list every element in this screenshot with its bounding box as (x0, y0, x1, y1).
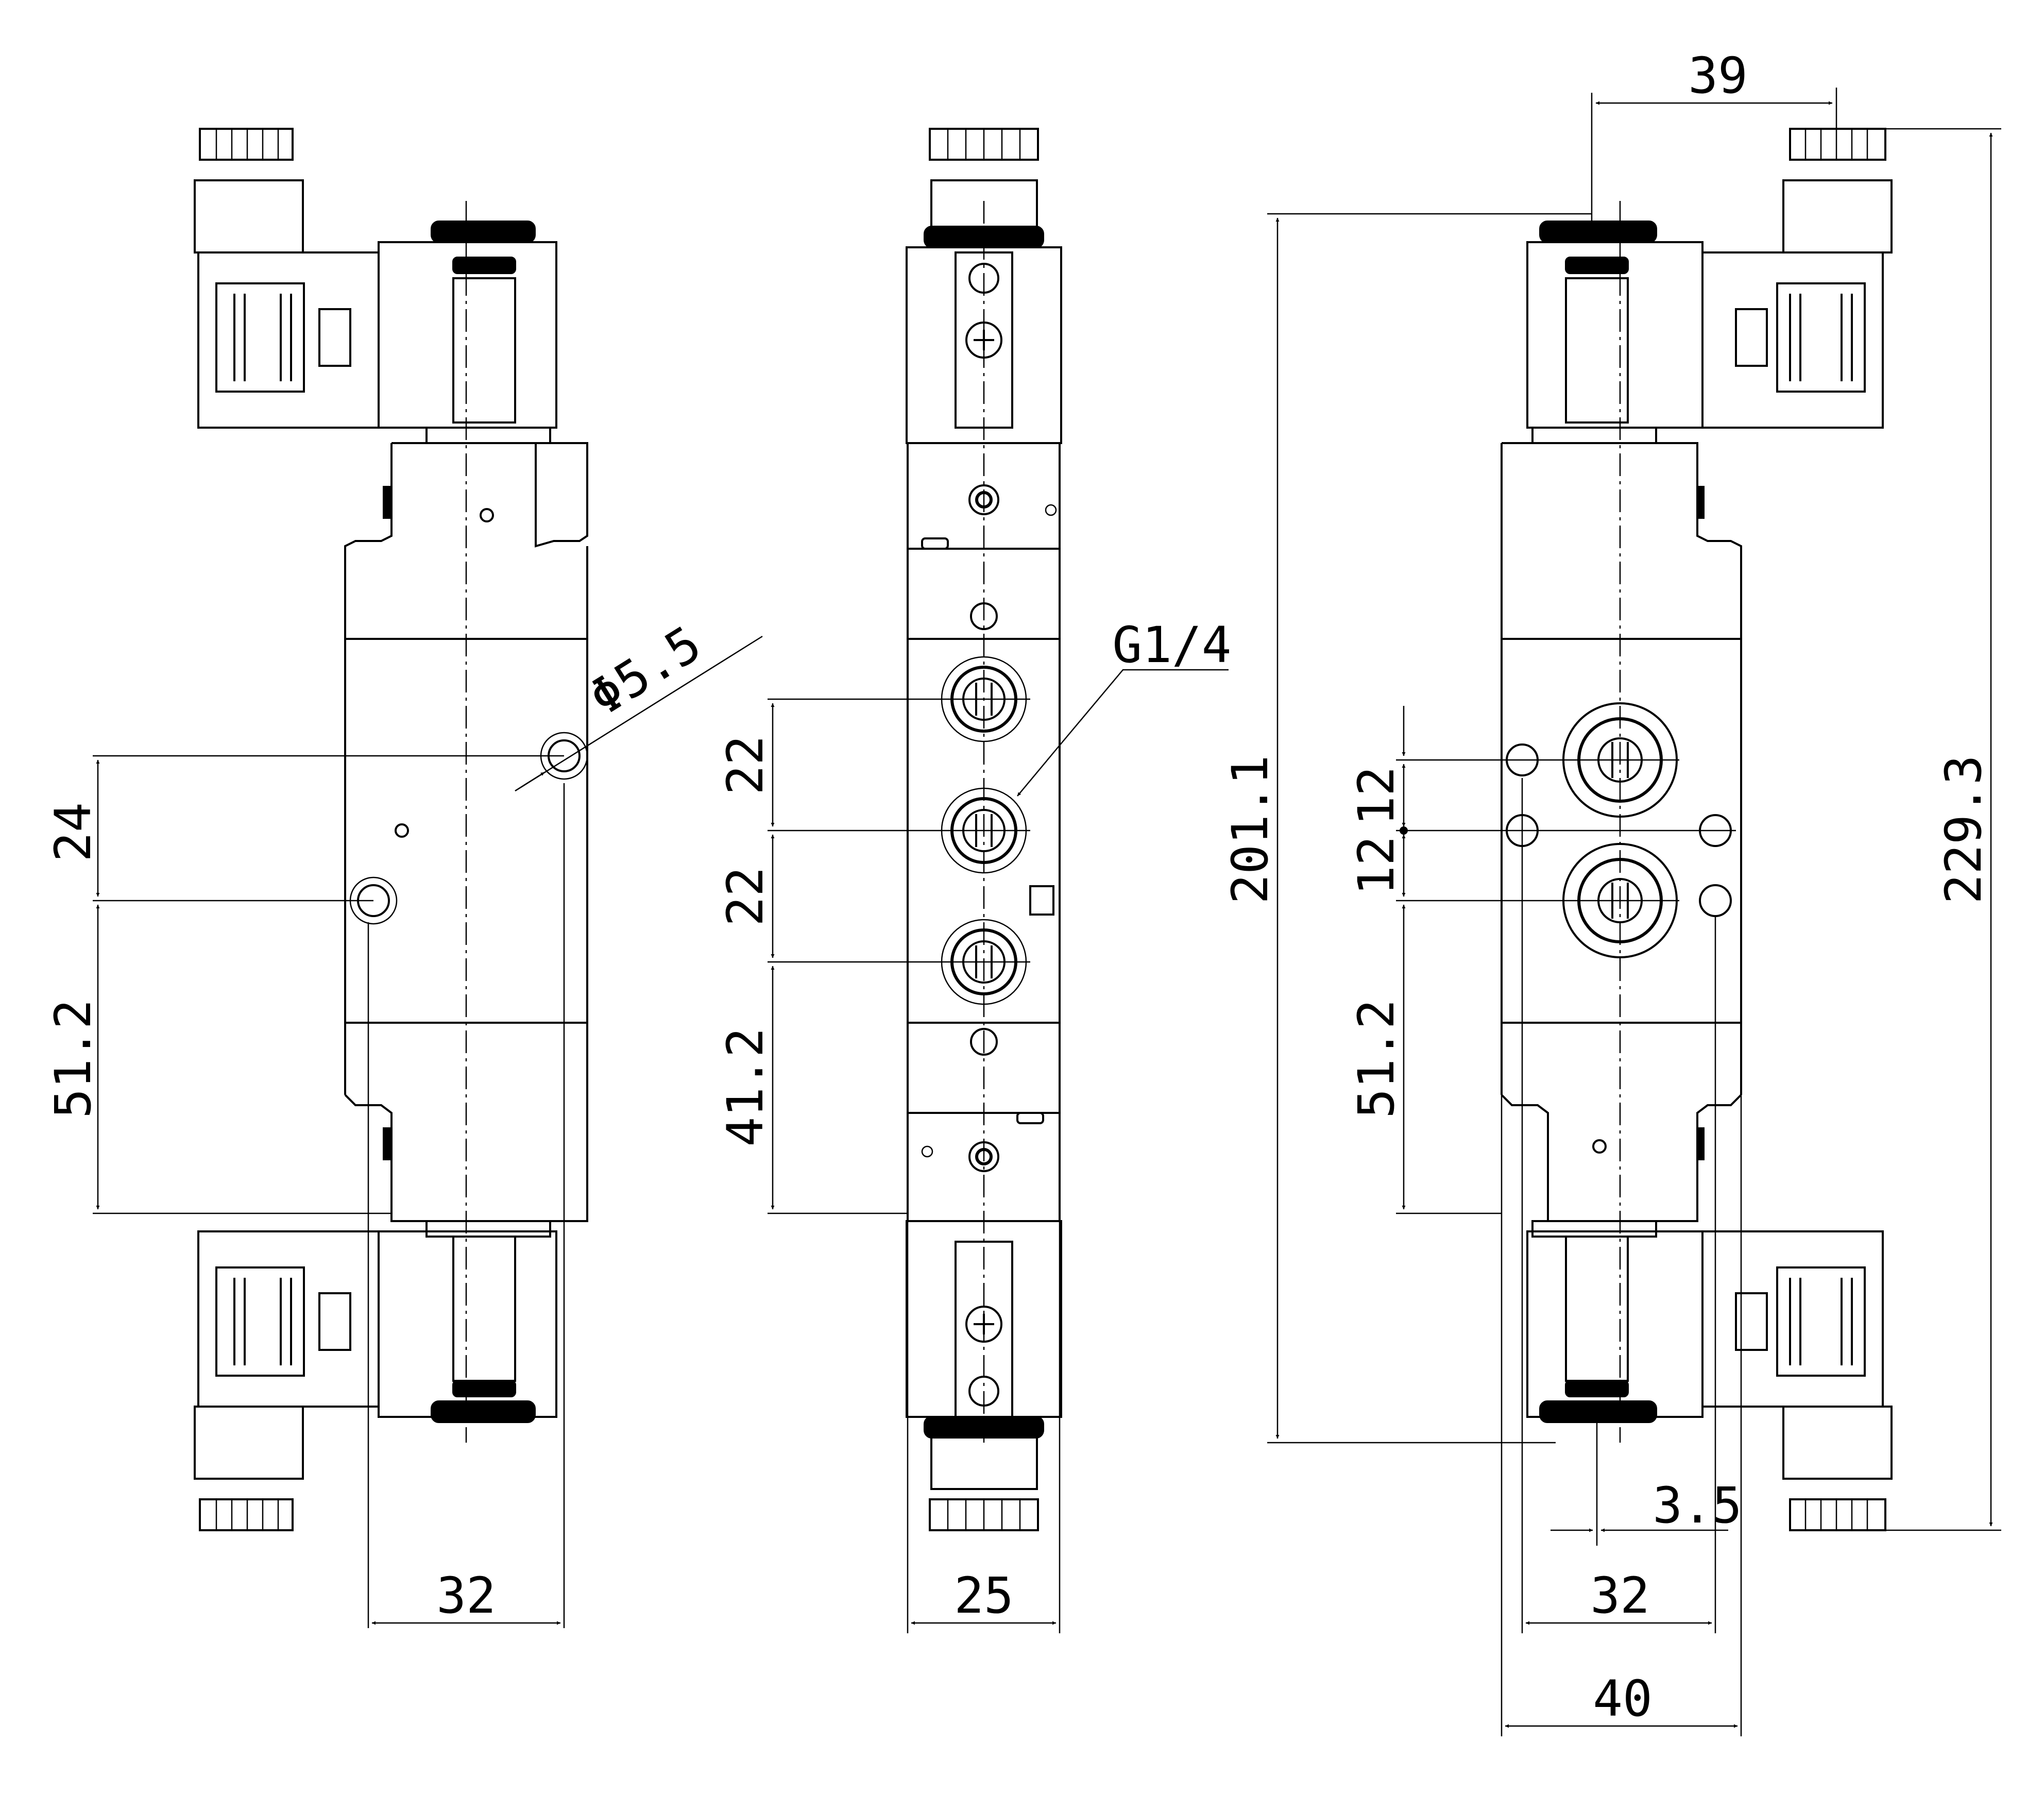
middle-dim-41-2-label: 41.2 (717, 1027, 774, 1146)
middle-dim-25-label: 25 (954, 1567, 1014, 1625)
left-dimensions: Φ5.5 24 51.2 32 (44, 615, 763, 1628)
right-dim-32-label: 32 (1590, 1567, 1650, 1625)
left-bottom-solenoid (378, 1220, 557, 1423)
right-dim-229-3-label: 229.3 (1935, 755, 1992, 904)
right-view: 39 229.3 201.1 12 12 51.2 3.5 32 40 (1221, 47, 2001, 1736)
middle-view: G1/4 22 22 41.2 25 (717, 128, 1232, 1633)
right-dim-3-5-label: 3.5 (1653, 1477, 1742, 1534)
right-dim-39-label: 39 (1688, 47, 1748, 105)
left-dim-24-label: 24 (44, 802, 102, 862)
right-dim-40-label: 40 (1593, 1670, 1653, 1728)
left-top-solenoid (378, 221, 557, 444)
left-dim-51-2-label: 51.2 (44, 999, 102, 1118)
left-bottom-connector (194, 1230, 380, 1531)
middle-dim-22-upper-label: 22 (717, 735, 774, 795)
right-dim-51-2-label: 51.2 (1348, 999, 1405, 1118)
left-view: Φ5.5 24 51.2 32 (44, 128, 763, 1628)
left-valve-body (344, 201, 588, 1443)
middle-bottom-screw (965, 1306, 1002, 1343)
right-dimensions: 39 229.3 201.1 12 12 51.2 3.5 32 40 (1221, 47, 2001, 1736)
middle-port-thread-label: G1/4 (1112, 616, 1231, 674)
middle-dimensions: G1/4 22 22 41.2 25 (717, 616, 1232, 1633)
right-dim-12-lower-label: 12 (1348, 836, 1405, 895)
right-dim-201-1-label: 201.1 (1221, 755, 1279, 904)
middle-dim-22-lower-label: 22 (717, 867, 774, 926)
left-top-connector (194, 128, 380, 429)
right-dim-12-upper-label: 12 (1348, 766, 1405, 826)
right-valve-body (1501, 201, 1742, 1443)
left-dim-32-label: 32 (436, 1567, 496, 1625)
